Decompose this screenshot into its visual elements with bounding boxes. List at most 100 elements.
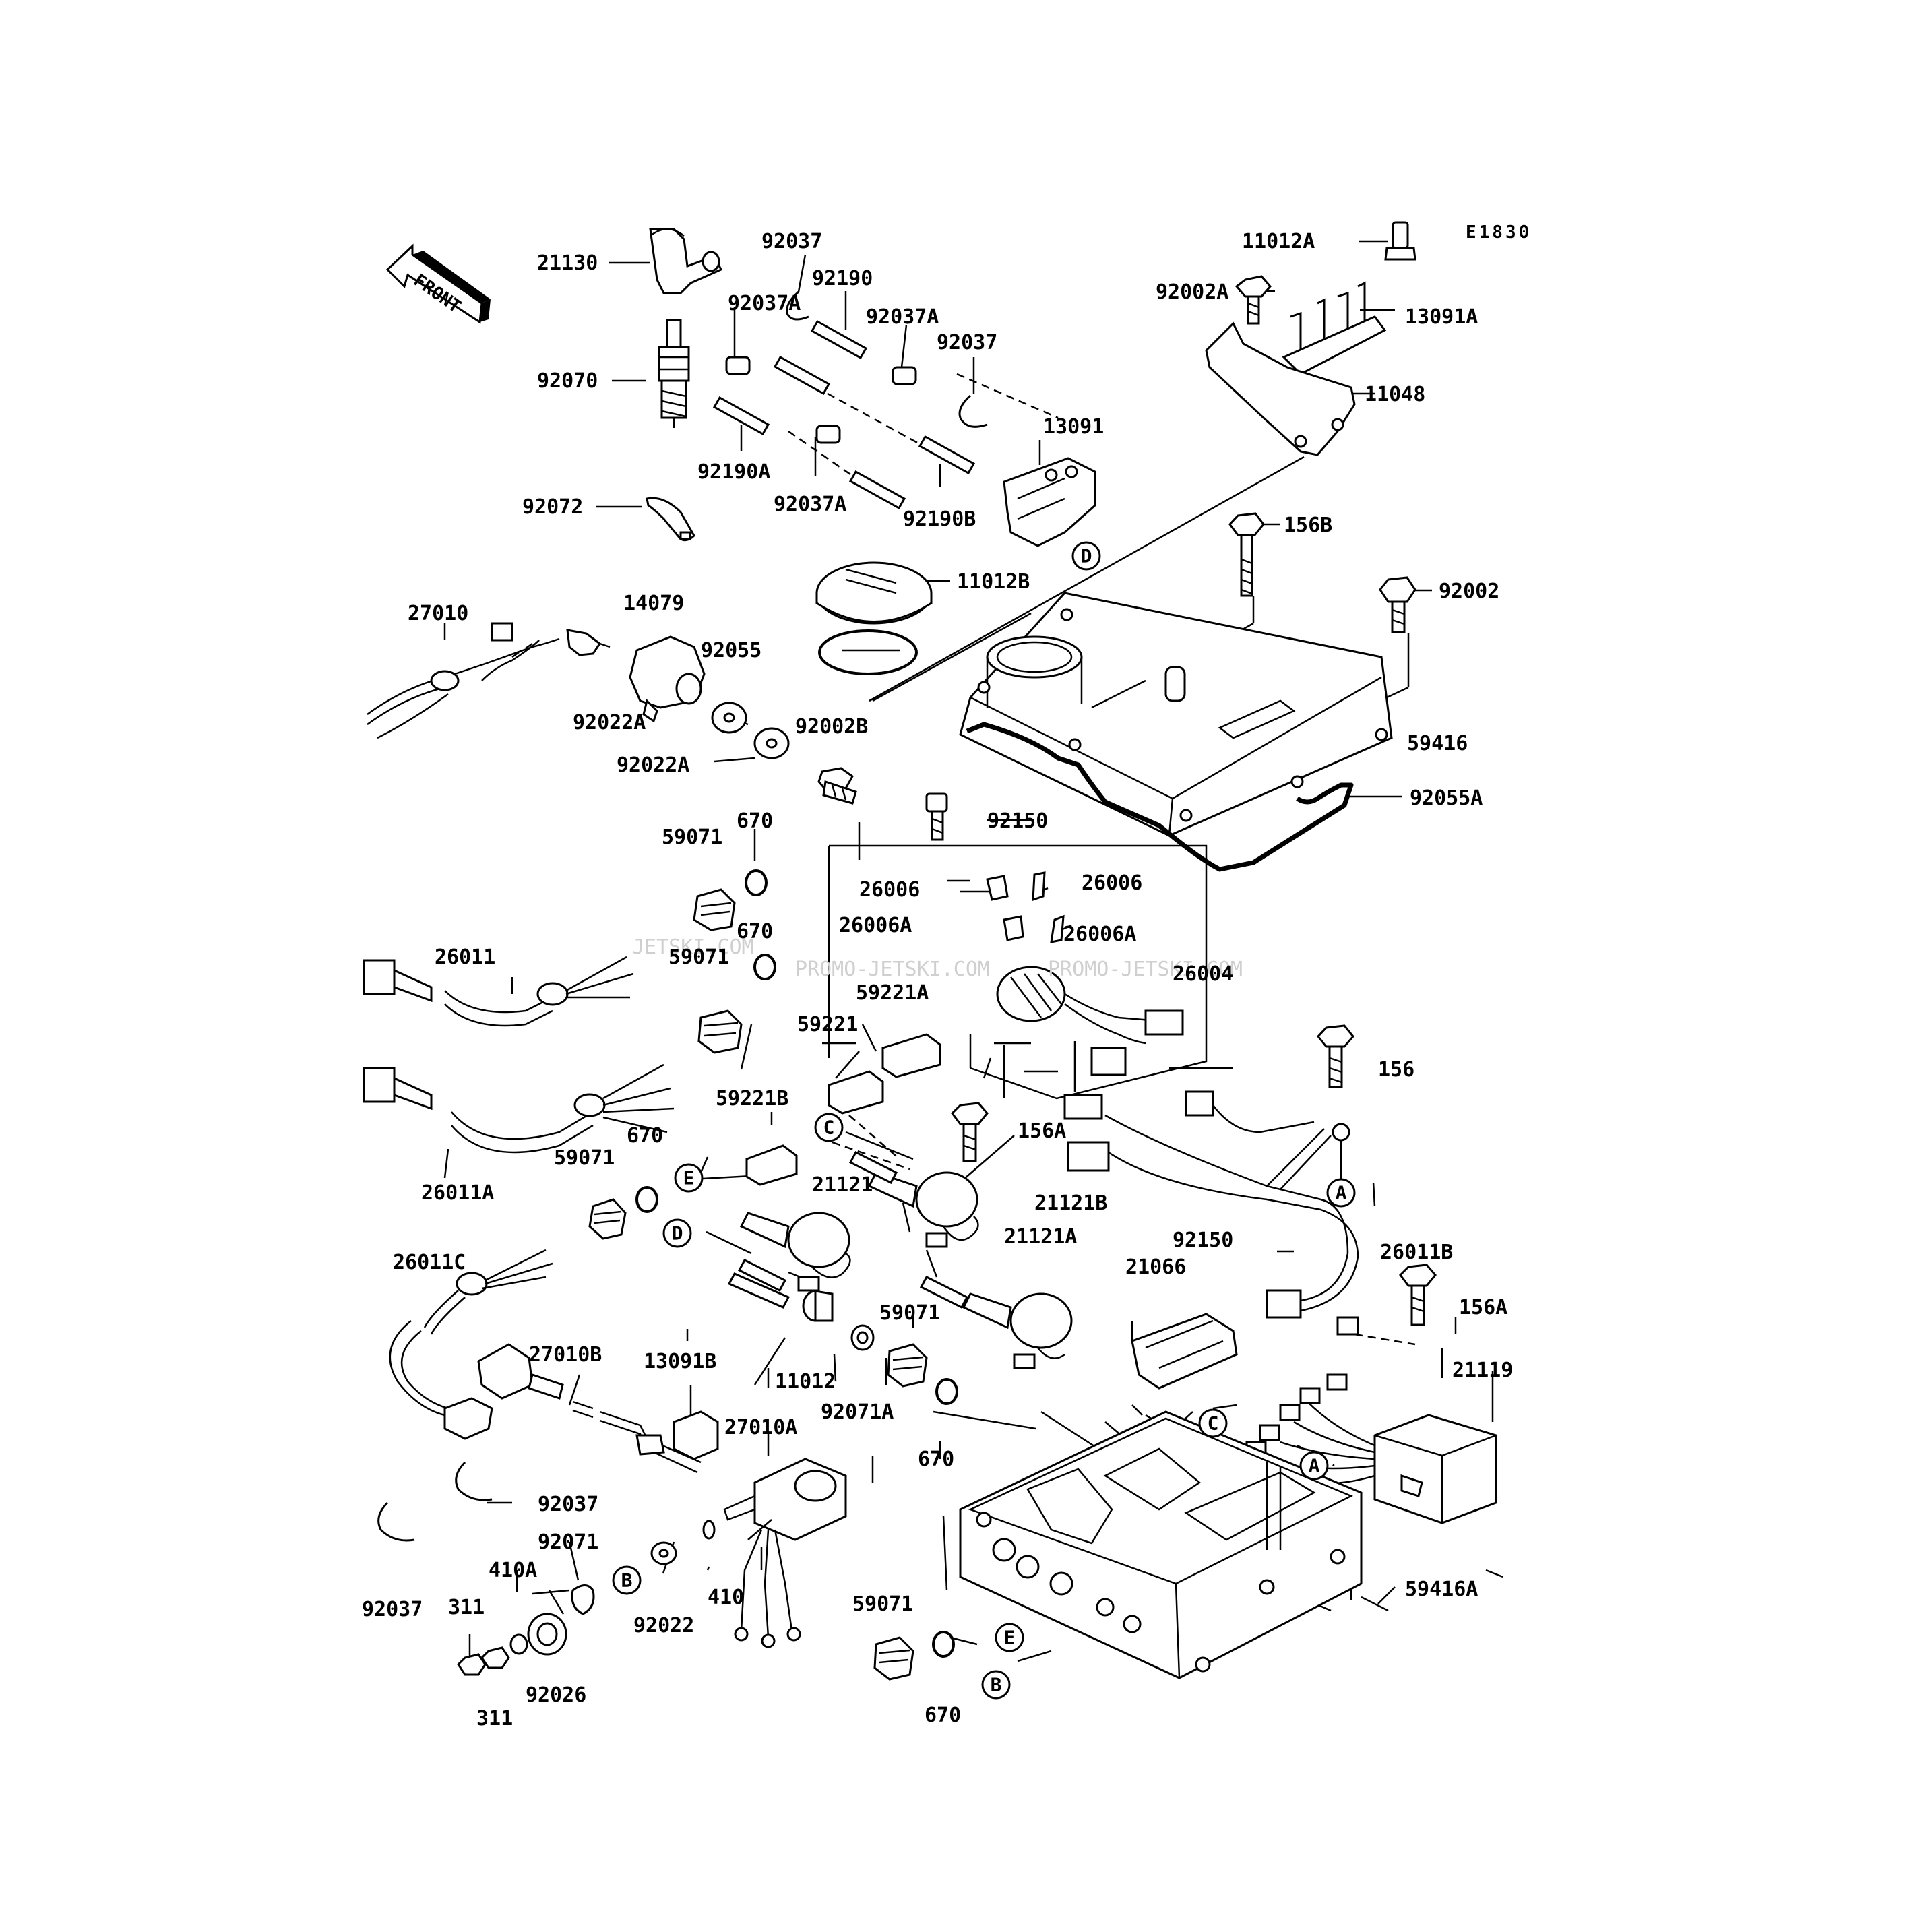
part-label: 92037	[761, 230, 822, 253]
svg-text:E: E	[683, 1167, 695, 1189]
callout-c-marker: C	[1198, 1408, 1228, 1438]
wiring-harness-icon	[367, 622, 611, 739]
gasket-icon	[966, 722, 1354, 872]
box-cover-icon	[959, 592, 1393, 837]
part-label: 21121	[812, 1173, 873, 1197]
watermark: JETSKI.COM	[632, 935, 754, 959]
part-label: 670	[737, 809, 773, 833]
parts	[363, 221, 1497, 1681]
clamp-icon	[725, 356, 917, 444]
callout-d-marker: D	[662, 1218, 692, 1248]
part-label: 670	[737, 920, 773, 943]
clip-icon	[786, 290, 809, 321]
part-label: 26004	[1173, 962, 1233, 986]
clip-icon	[958, 394, 988, 428]
spark-plug-cap-icon	[649, 228, 723, 294]
svg-text:D: D	[672, 1222, 683, 1245]
callout-markers: D C E D A C A B E B	[612, 541, 1356, 1700]
part-label: 92071A	[821, 1400, 894, 1424]
part-label: 156B	[1284, 513, 1332, 537]
bracket-plate-icon	[1205, 321, 1356, 456]
part-label: 27010B	[529, 1343, 602, 1367]
grommet-icon	[850, 1324, 875, 1351]
small-hardware-icon	[457, 1520, 716, 1676]
part-label: 59071	[668, 945, 729, 969]
svg-text:B: B	[621, 1569, 633, 1592]
clamp-bracket-icon	[1282, 281, 1387, 375]
part-label: 92070	[537, 369, 598, 393]
part-label: 156	[1378, 1058, 1414, 1082]
part-label: 410	[708, 1586, 744, 1609]
leader-lines	[443, 240, 1503, 1662]
clip-icon	[455, 1461, 493, 1501]
part-label: 59071	[879, 1301, 940, 1325]
svg-text:A: A	[1309, 1455, 1320, 1477]
part-label: 92190B	[903, 507, 976, 531]
part-label: 92150	[987, 809, 1048, 833]
cap-icon	[815, 561, 933, 625]
wiring-harness-icon	[1063, 1090, 1359, 1319]
part-label: 59416	[1407, 732, 1468, 755]
wiring-harness-icon	[389, 1249, 553, 1440]
bolt-icon	[817, 767, 857, 805]
part-label: 92072	[522, 495, 583, 519]
part-label: 11012B	[957, 570, 1030, 594]
part-label: 26006	[1082, 871, 1142, 895]
part-label: 92022	[633, 1614, 694, 1638]
part-label: 92002A	[1156, 280, 1228, 304]
part-label: 21121B	[1034, 1191, 1107, 1215]
part-label: 670	[925, 1704, 961, 1727]
valve-icon	[629, 635, 706, 723]
callout-a-marker: A	[1326, 1178, 1356, 1208]
hose-icon	[712, 319, 976, 510]
svg-text:B: B	[991, 1674, 1002, 1696]
regulator-icon	[1131, 1313, 1238, 1390]
part-label: 21121A	[1004, 1225, 1077, 1249]
part-label: 92022A	[573, 711, 646, 735]
band-clamp-icon	[646, 497, 695, 542]
watermark: PROMO-JETSKI.COM	[795, 958, 990, 981]
front-arrow-icon: FRONT	[385, 243, 491, 324]
bolt-icon	[951, 1024, 1437, 1326]
part-label: 26006A	[839, 914, 912, 937]
hose-icon	[727, 1272, 790, 1309]
svg-text:A: A	[1336, 1182, 1347, 1204]
callout-c-marker: C	[814, 1113, 844, 1142]
callout-b-marker: B	[981, 1670, 1011, 1700]
part-label: 670	[627, 1124, 663, 1148]
block-icon	[673, 1410, 719, 1460]
part-label: 92037A	[866, 305, 939, 329]
connector-icon	[745, 1033, 941, 1186]
part-labels: 21130 92037 92190 92037A 92037A 92037 92…	[362, 230, 1513, 1731]
bolt-icon	[1228, 512, 1265, 597]
part-label: 92071	[538, 1530, 598, 1554]
part-label: 21119	[1452, 1359, 1513, 1382]
holder-block-icon	[1003, 457, 1096, 547]
part-label: 311	[476, 1707, 513, 1731]
part-label: 92150	[1173, 1228, 1233, 1252]
part-label: 92190A	[697, 460, 770, 484]
part-label: 92002B	[795, 715, 868, 739]
part-label: 92190	[812, 267, 873, 290]
part-label: 26011C	[393, 1251, 466, 1274]
part-label: 59071	[554, 1146, 615, 1170]
part-label: 59416A	[1405, 1578, 1478, 1601]
part-label: 26006A	[1063, 923, 1136, 946]
part-label: 92055	[701, 639, 761, 662]
ignition-coil-icon	[739, 1171, 1073, 1369]
part-label: 27010A	[724, 1416, 797, 1439]
part-label: 13091A	[1405, 305, 1478, 329]
part-label: 311	[448, 1596, 485, 1619]
part-label: 92055A	[1410, 786, 1483, 810]
part-label: 410A	[489, 1559, 537, 1582]
svg-text:E: E	[1004, 1627, 1016, 1649]
part-label: 26011B	[1380, 1241, 1453, 1264]
box-case-icon	[959, 1410, 1363, 1679]
o-ring-icon	[818, 629, 918, 675]
part-label: 59221A	[856, 981, 929, 1005]
part-label: 92037A	[774, 493, 846, 516]
part-label: 92037	[538, 1493, 598, 1516]
part-label: 26011A	[421, 1181, 494, 1205]
callout-d-marker: D	[1071, 541, 1101, 571]
